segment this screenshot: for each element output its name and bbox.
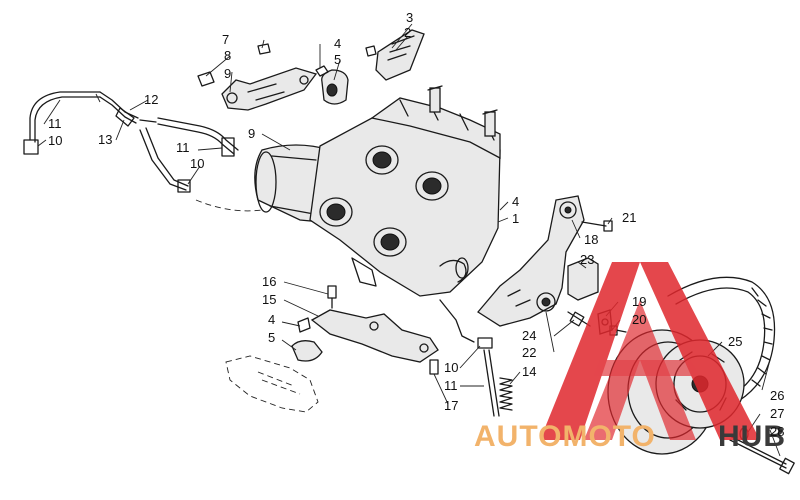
callout-6: 7 [222, 32, 229, 47]
callout-15: 15 [262, 292, 276, 307]
watermark-logo [540, 262, 760, 440]
callout-3: 3 [406, 10, 413, 25]
bolt-21 [581, 220, 613, 232]
watermark-text-main: AUTOMOTO [474, 420, 656, 453]
bolt-16 [327, 285, 337, 309]
bolt-17 [429, 359, 439, 375]
cover-plate [365, 29, 425, 81]
callout-4-right: 4 [512, 194, 519, 209]
callout-2: 2 [404, 25, 411, 40]
callout-12: 12 [144, 92, 158, 107]
callout-13: 13 [98, 132, 112, 147]
callout-10-bottom: 10 [444, 360, 458, 375]
callout-4-top: 4 [334, 36, 341, 51]
watermark-triangle-right [640, 262, 760, 440]
clutch-bracket [477, 195, 585, 327]
bolt-12-clip [439, 299, 475, 343]
vent-hose-left [23, 91, 139, 155]
mount-damper-lower [291, 317, 323, 362]
chassis-outline-hidden [225, 355, 319, 413]
callout-5-top: 5 [334, 52, 341, 67]
exhaust-port-lower-left [319, 197, 353, 227]
watermark-bar [594, 360, 700, 376]
spring-14 [499, 377, 513, 411]
clutch-bolt-28 [729, 435, 795, 475]
intake-port-upper-right [415, 171, 449, 201]
callout-11-left: 11 [48, 116, 62, 131]
callout-24: 24 [522, 328, 536, 343]
callout-25: 25 [728, 334, 742, 349]
callout-16: 16 [262, 274, 276, 289]
watermark-triangle-inner [584, 300, 696, 440]
callout-26: 26 [770, 388, 784, 403]
vent-hose-middle [139, 117, 239, 193]
callout-18: 18 [584, 232, 598, 247]
lower-mount-plate [310, 309, 439, 363]
callout-10-left: 10 [48, 133, 62, 148]
callout-9: 9 [248, 126, 255, 141]
engine-assembly [254, 85, 501, 297]
callout-labels: 3 2 7 4 8 5 9 12 11 9 13 10 11 10 4 21 1… [48, 10, 784, 439]
drive-belt [667, 276, 776, 421]
watermark-wordmark: AUTOMOTO HUB [474, 420, 786, 453]
watermark-text-end: HUB [718, 420, 786, 453]
bolt-24 [567, 311, 591, 327]
callout-27: 27 [770, 406, 784, 421]
callout-1: 1 [512, 211, 519, 226]
callout-17: 17 [444, 398, 458, 413]
bolt-6 [257, 43, 271, 55]
callout-19: 19 [632, 294, 646, 309]
callout-11-mid: 11 [176, 140, 190, 155]
intake-port-upper-left [365, 145, 399, 175]
callout-11-bottom: 11 [444, 378, 458, 393]
exhaust-port-lower-right [373, 227, 407, 257]
watermark-triangle-left [540, 262, 640, 440]
tube-11-bottom [477, 337, 500, 417]
callout-28: 28 [770, 424, 784, 439]
callout-20: 20 [632, 312, 646, 327]
callout-8: 9 [224, 66, 231, 81]
callout-10-mid: 10 [190, 156, 204, 171]
upper-engine-bracket [221, 67, 318, 111]
callout-5-lower: 5 [268, 330, 275, 345]
hidden-line-hose [195, 199, 263, 212]
callout-7: 8 [224, 48, 231, 63]
callout-23: 23 [580, 252, 594, 267]
bolt-7 [197, 71, 215, 87]
callout-21: 21 [622, 210, 636, 225]
bracket-block-23 [567, 257, 599, 301]
engine-mount-top [315, 65, 349, 105]
callout-22: 22 [522, 345, 536, 360]
callout-14: 14 [522, 364, 536, 379]
tee-fitting [115, 107, 157, 127]
callout-4-lower: 4 [268, 312, 275, 327]
